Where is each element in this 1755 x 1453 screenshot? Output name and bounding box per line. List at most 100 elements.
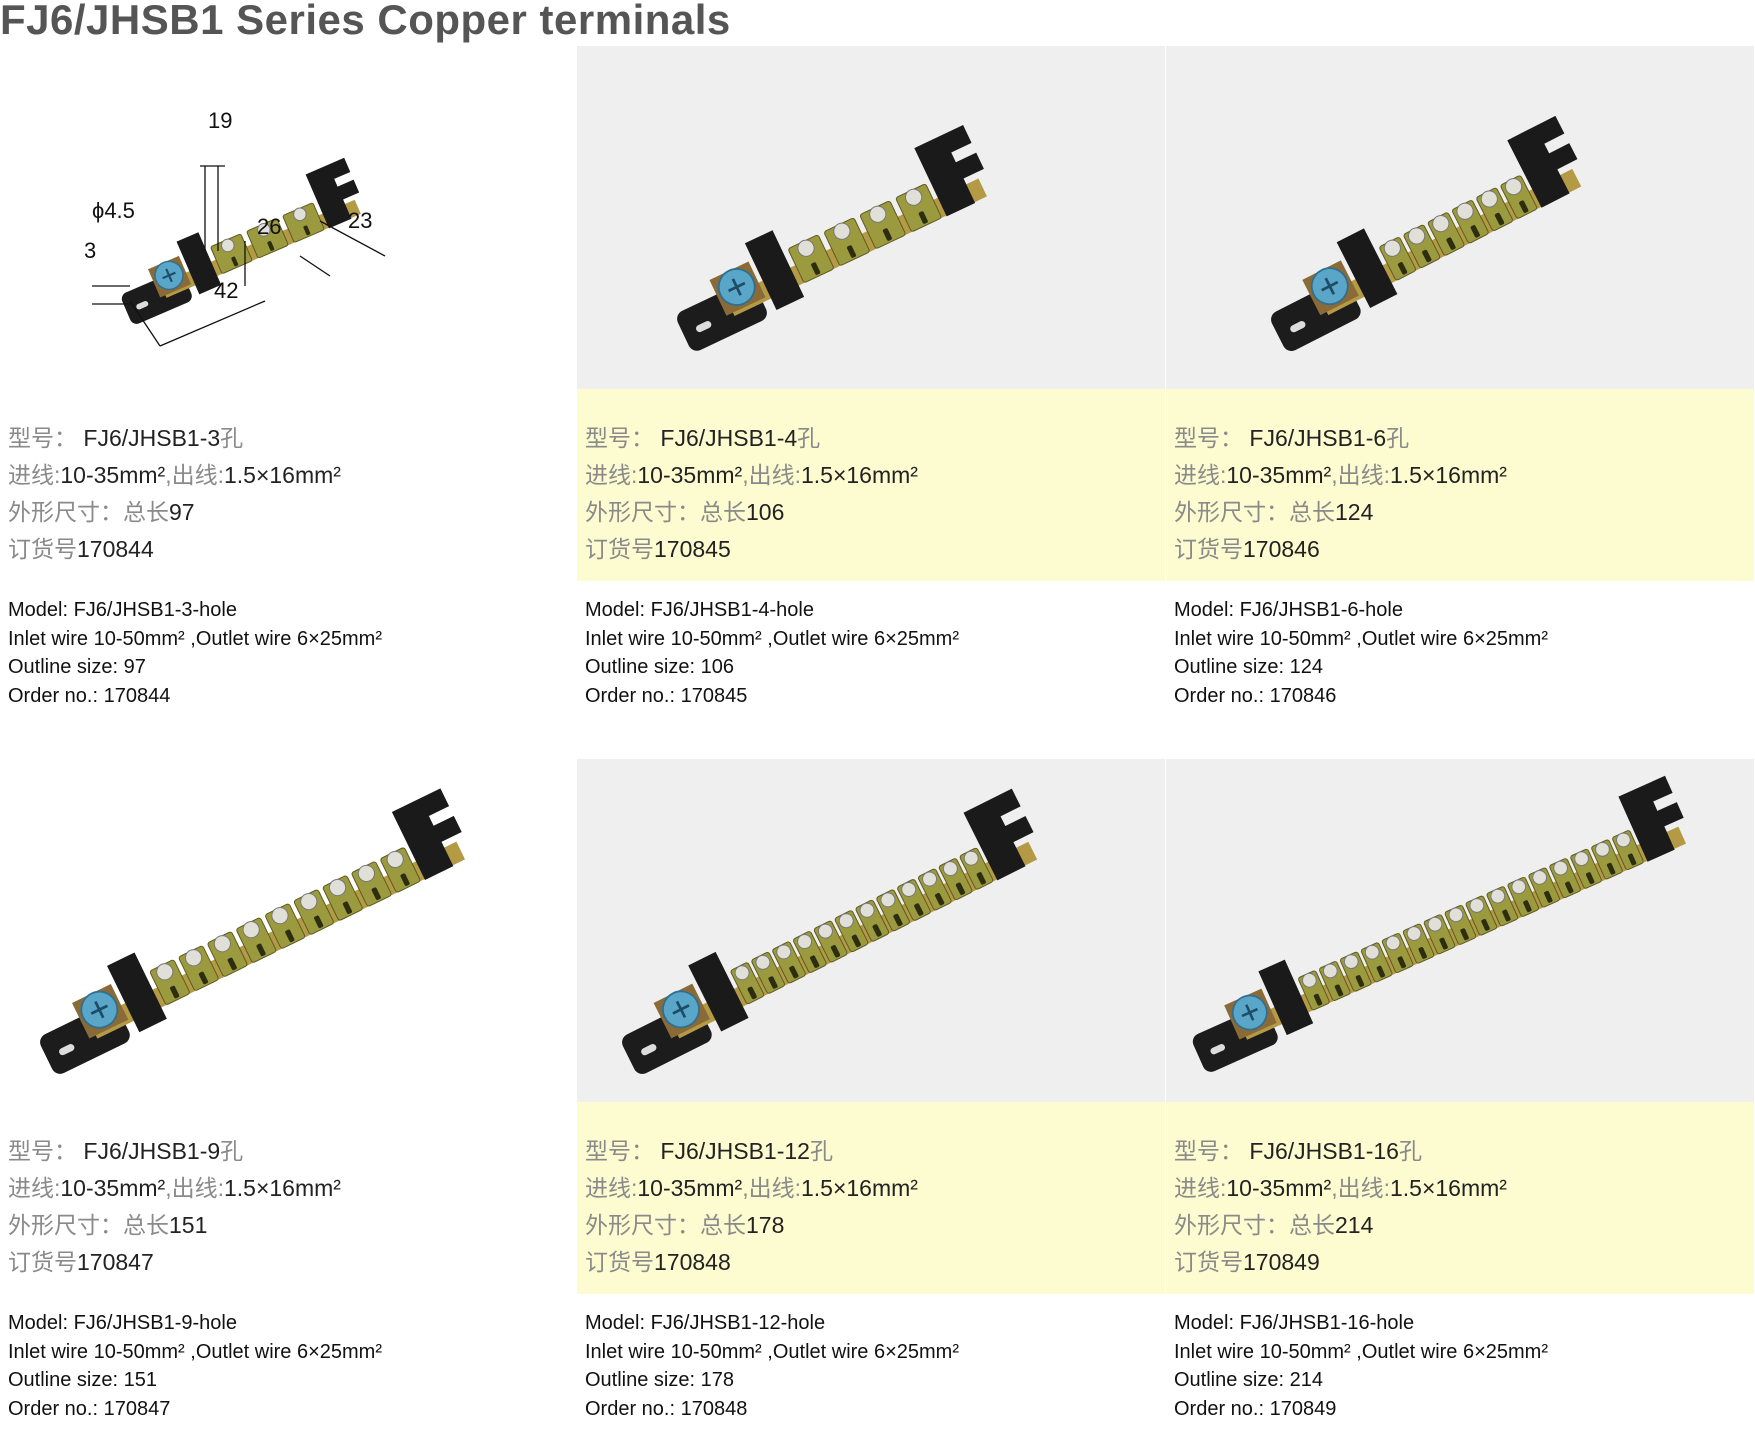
clamp-hole (1481, 918, 1490, 931)
terminal-photo (622, 788, 1038, 1074)
clamp-hole (227, 957, 237, 971)
insulator-left (176, 232, 222, 295)
clamp-screw (300, 892, 318, 911)
clamp-screw (1407, 227, 1426, 245)
terminal-photo (1192, 775, 1687, 1072)
clamp-screw (963, 850, 979, 866)
screw-slot (727, 278, 746, 296)
en-spec-block: Model: FJ6/JHSB1-3-hole Inlet wire 10-50… (8, 599, 383, 707)
clamp-screw (1364, 944, 1380, 960)
clamp-hole (918, 211, 928, 224)
terminal-photo (40, 788, 466, 1074)
screw-slot (90, 1000, 109, 1019)
mounting-slot (641, 1044, 657, 1056)
cn-spec-block: 型号： FJ6/JHSB1-3孔 进线:10-35mm²,出线:1.5×16mm… (8, 425, 341, 562)
clamp-screw (1490, 888, 1506, 904)
clamp-screw (1427, 916, 1443, 932)
clamp-screw (859, 902, 875, 918)
page-title: FJ6/JHSB1 Series Copper terminals (0, 0, 731, 43)
clamp-screw (156, 963, 174, 981)
mounting-slot (1210, 1044, 1226, 1055)
clamp-screw (797, 934, 813, 950)
clamp-screw (869, 205, 887, 223)
en-spec-block: Model: FJ6/JHSB1-6-hole Inlet wire 10-50… (1174, 599, 1549, 707)
clamp-screw (833, 222, 851, 240)
clamp-hole (371, 887, 381, 900)
clamp-screw (1383, 239, 1401, 257)
screw-slot (1241, 1004, 1259, 1021)
clamp-screw (357, 864, 375, 883)
clamp-screw (942, 861, 958, 877)
insulator-right (914, 124, 984, 217)
clamp-hole (851, 934, 861, 948)
cn-spec-block: 型号： FJ6/JHSB1-9孔 进线:10-35mm²,出线:1.5×16mm… (8, 1138, 341, 1275)
clamp-hole (1606, 862, 1616, 875)
product-image (577, 46, 1165, 389)
en-spec-block: Model: FJ6/JHSB1-12-hole Inlet wire 10-5… (585, 1312, 960, 1420)
clamp-screw (734, 965, 750, 981)
mounting-slot (1290, 321, 1306, 333)
terminal-block (622, 788, 1038, 1074)
terminal-photo (677, 124, 987, 351)
mounting-slot (695, 321, 712, 333)
mounting-slot (136, 301, 149, 310)
clamp-screw (1480, 190, 1498, 208)
clamp-hole (789, 965, 799, 979)
en-spec-block: Model: FJ6/JHSB1-4-hole Inlet wire 10-50… (585, 599, 960, 707)
dimension-line (129, 300, 161, 347)
dimension-label: 19 (208, 108, 232, 133)
clamp-screw (901, 881, 917, 897)
insulator-left (744, 230, 805, 310)
clamp-screw (1553, 860, 1568, 876)
insulator-left (1336, 228, 1398, 309)
clamp-hole (1355, 975, 1365, 987)
clamp-hole (882, 228, 892, 241)
clamp-screw (328, 878, 347, 897)
cn-model: FJ6/JHSB1-3 (83, 425, 221, 451)
screw-slot (672, 1000, 690, 1019)
clamp-screw (776, 944, 792, 960)
clamp-hole (811, 262, 821, 275)
terminal-block (677, 124, 987, 351)
clamp-screw (213, 935, 231, 953)
clamp-hole (830, 945, 841, 958)
product-image (1166, 46, 1754, 389)
clamp-screw (880, 892, 896, 908)
clamp-hole (1565, 881, 1574, 894)
terminal-photo (1271, 115, 1582, 351)
clamp-screw (242, 921, 260, 939)
clamp-hole (170, 985, 180, 999)
clamp-hole (1627, 853, 1637, 866)
clamp-hole (768, 976, 778, 989)
clamp-screw (922, 871, 938, 887)
clamp-hole (285, 929, 295, 943)
clamp-screw (817, 923, 833, 939)
dimension-line (299, 255, 331, 277)
cn-spec-block: 型号： FJ6/JHSB1-16孔 进线:10-35mm²,出线:1.5×16m… (1166, 1102, 1754, 1294)
insulator-left (688, 951, 749, 1032)
clamp-screw (386, 850, 404, 869)
clamp-hole (1446, 237, 1456, 250)
insulator-left (107, 952, 167, 1033)
clamp-screw (1385, 935, 1401, 951)
clamp-screw (755, 954, 771, 970)
clamp-screw (220, 238, 235, 253)
terminal-block (1192, 775, 1687, 1072)
en-spec-block: Model: FJ6/JHSB1-16-hole Inlet wire 10-5… (1174, 1312, 1549, 1420)
clamp-hole (400, 873, 410, 886)
product-image (1166, 759, 1754, 1102)
screw-slot (1321, 277, 1339, 295)
clamp-screw (1595, 841, 1610, 857)
product-image (0, 759, 588, 1102)
insulator-right (305, 157, 360, 229)
clamp-hole (1418, 947, 1427, 959)
clamp-screw (1343, 954, 1359, 969)
clamp-hole (314, 915, 324, 929)
dimension-label: 42 (214, 278, 238, 303)
clamp-screw (1322, 963, 1338, 979)
clamp-hole (267, 241, 275, 251)
clamp-hole (1422, 249, 1432, 263)
terminal-block (121, 157, 361, 324)
insulator-right (391, 788, 462, 880)
